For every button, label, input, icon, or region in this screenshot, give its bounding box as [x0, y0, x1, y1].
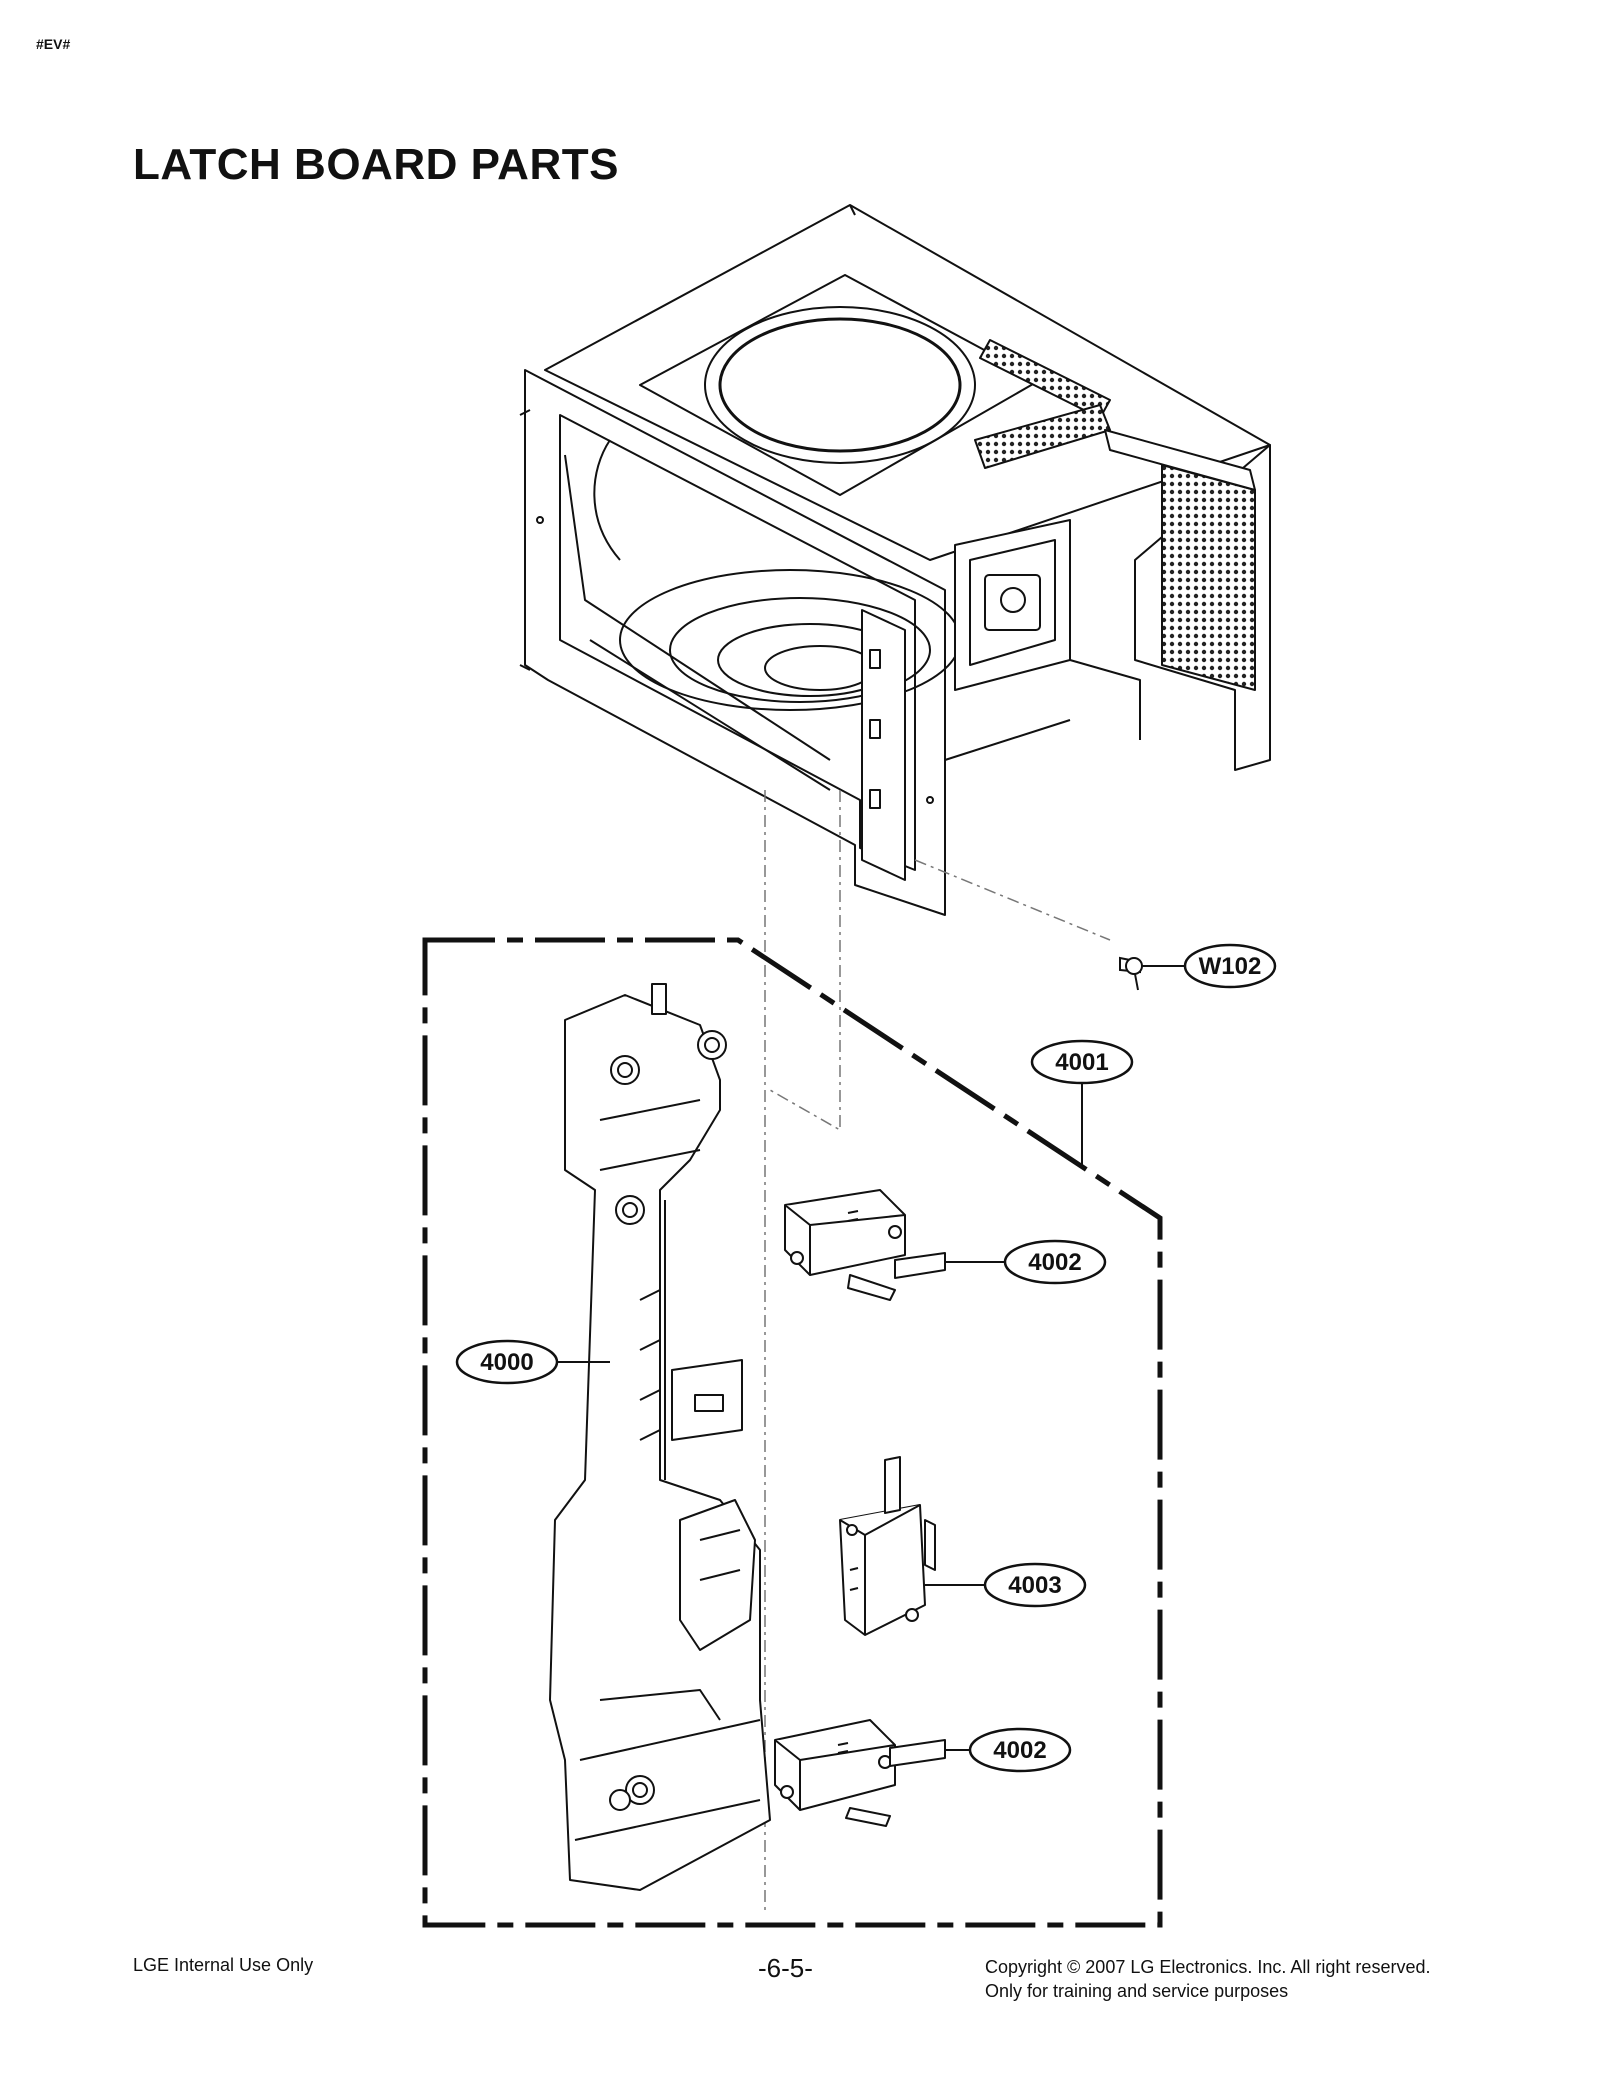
footer-internal-use: LGE Internal Use Only — [133, 1955, 314, 1975]
callout-label-4000: 4000 — [480, 1349, 533, 1376]
callout-oval-4000 — [455, 1339, 559, 1385]
micro-switch-4002-bottom — [774, 1719, 946, 1827]
microwave-cavity — [519, 204, 1271, 916]
leader-lines — [557, 965, 1185, 1751]
callout-oval-4003 — [983, 1562, 1087, 1608]
training-note: Only for training and service purposes — [985, 1981, 1289, 2001]
callout-label-4001: 4001 — [1055, 1049, 1108, 1076]
callout-label-4002-top: 4002 — [1028, 1249, 1081, 1276]
callout-oval-4002-bottom — [968, 1727, 1072, 1773]
callout-oval-4002-top — [1003, 1239, 1107, 1285]
page-title: LATCH BOARD PARTS — [133, 140, 619, 189]
document-code: #EV# — [36, 36, 71, 52]
callout-oval-4001 — [1030, 1039, 1134, 1085]
micro-switch-4002-top — [784, 1189, 946, 1301]
projection-lines — [764, 790, 1111, 1910]
callout-label-4002-bottom: 4002 — [993, 1737, 1046, 1764]
callout-label-w102: W102 — [1199, 953, 1262, 980]
callout-oval-w102 — [1183, 943, 1277, 989]
footer-copyright-block: Copyright © 2007 LG Electronics. Inc. Al… — [985, 1955, 1430, 2003]
page-number: -6-5- — [758, 1953, 813, 1983]
micro-switch-4003 — [839, 1456, 936, 1636]
assembly-boundary-4001 — [422, 937, 1163, 1928]
copyright-text: Copyright © 2007 LG Electronics. Inc. Al… — [985, 1957, 1431, 1977]
screw-w102 — [1119, 956, 1143, 991]
latch-board-4000 — [549, 983, 771, 1891]
callout-label-4003: 4003 — [1008, 1572, 1061, 1599]
